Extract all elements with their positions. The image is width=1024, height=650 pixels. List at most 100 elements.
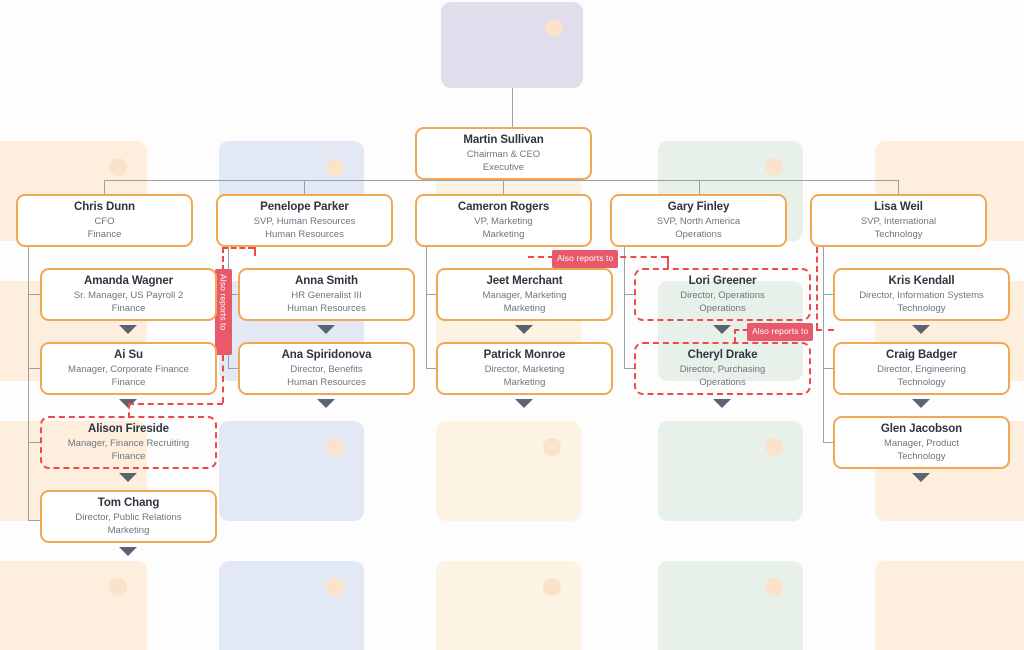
dashed-segment xyxy=(528,256,554,258)
org-node-title: Sr. Manager, US Payroll 2 xyxy=(73,290,184,301)
org-node-department: Human Resources xyxy=(287,303,366,314)
org-node-name: Chris Dunn xyxy=(74,201,135,213)
org-node-department: Finance xyxy=(111,303,146,314)
connector-ceo-bottom-stem xyxy=(503,180,504,194)
connector-drop-chris xyxy=(104,180,105,194)
org-node-title: Manager, Marketing xyxy=(482,290,567,301)
org-node-department: Operations xyxy=(699,377,746,388)
connector-exec-bus xyxy=(104,180,899,181)
org-node-department: Operations xyxy=(699,303,746,314)
connector-stub-glen xyxy=(823,442,834,443)
org-node-department: Finance xyxy=(87,229,122,240)
org-node-title: HR Generalist III xyxy=(291,290,362,301)
org-node-department: Technology xyxy=(897,377,946,388)
dashed-segment xyxy=(734,329,748,331)
connector-stub-patrick xyxy=(426,368,437,369)
arrow-down-icon xyxy=(317,399,335,408)
background-panel xyxy=(436,421,581,521)
org-node-department: Finance xyxy=(111,451,146,462)
dashed-segment xyxy=(222,355,224,403)
connector-drop-lisa xyxy=(898,180,899,194)
org-node-name: Cameron Rogers xyxy=(457,201,550,213)
org-node-title: Director, Purchasing xyxy=(679,364,766,375)
org-node-title: SVP, North America xyxy=(656,216,741,227)
connector-stub-tom xyxy=(28,520,41,521)
org-node-name: Anna Smith xyxy=(295,275,358,287)
org-node-anna[interactable]: Anna Smith HR Generalist III Human Resourc… xyxy=(238,268,415,321)
org-node-title: SVP, Human Resources xyxy=(253,216,356,227)
org-node-department: Finance xyxy=(111,377,146,388)
connector-stub-cheryl xyxy=(624,368,635,369)
background-dot-icon xyxy=(543,578,561,596)
background-dot-icon xyxy=(765,438,783,456)
connector-stub-anasp xyxy=(228,368,239,369)
badge-hr-vertical: Also reports to xyxy=(215,269,232,355)
dashed-segment xyxy=(734,329,736,342)
org-node-department: Technology xyxy=(874,229,923,240)
org-node-department: Marketing xyxy=(503,377,546,388)
org-node-name: Kris Kendall xyxy=(888,275,955,287)
org-node-name: Jeet Merchant xyxy=(486,275,563,287)
org-node-department: Technology xyxy=(897,303,946,314)
org-node-department: Marketing xyxy=(482,229,525,240)
org-node-title: Director, Public Relations xyxy=(75,512,182,523)
dashed-segment xyxy=(816,329,834,331)
arrow-down-icon xyxy=(119,547,137,556)
dashed-segment xyxy=(254,247,256,256)
arrow-down-icon xyxy=(912,399,930,408)
connector-drop-gary xyxy=(699,180,700,194)
background-dot-icon xyxy=(765,158,783,176)
org-node-name: Lori Greener xyxy=(688,275,757,287)
org-node-department: Human Resources xyxy=(287,377,366,388)
background-dot-icon xyxy=(109,158,127,176)
background-dot-icon xyxy=(326,578,344,596)
org-node-title: Director, Operations xyxy=(680,290,765,301)
arrow-down-icon xyxy=(515,325,533,334)
connector-stub-amanda xyxy=(28,294,41,295)
background-panel xyxy=(441,2,583,88)
dashed-segment xyxy=(816,247,818,329)
dashed-segment xyxy=(667,256,669,268)
org-node-name: Martin Sullivan xyxy=(463,134,544,146)
background-panel xyxy=(0,561,147,650)
org-node-name: Cheryl Drake xyxy=(687,349,758,361)
connector-spine-lisa xyxy=(823,247,824,442)
connector-stub-anna xyxy=(228,294,239,295)
org-node-department: Marketing xyxy=(107,525,150,536)
background-dot-icon xyxy=(109,578,127,596)
org-node-department: Marketing xyxy=(503,303,546,314)
connector-stub-lori xyxy=(624,294,635,295)
dashed-segment xyxy=(222,247,224,271)
background-panel xyxy=(436,561,581,650)
org-node-title: Manager, Product xyxy=(884,438,959,449)
org-node-name: Gary Finley xyxy=(667,201,730,213)
org-node-name: Craig Badger xyxy=(885,349,957,361)
background-dot-icon xyxy=(326,438,344,456)
org-node-department: Operations xyxy=(675,229,722,240)
arrow-down-icon xyxy=(912,473,930,482)
background-panel xyxy=(658,421,803,521)
background-dot-icon xyxy=(545,19,563,37)
org-node-department: Human Resources xyxy=(265,229,344,240)
connector-spine-chris xyxy=(28,247,29,520)
org-node-name: Ai Su xyxy=(114,349,143,361)
background-panel xyxy=(658,561,803,650)
